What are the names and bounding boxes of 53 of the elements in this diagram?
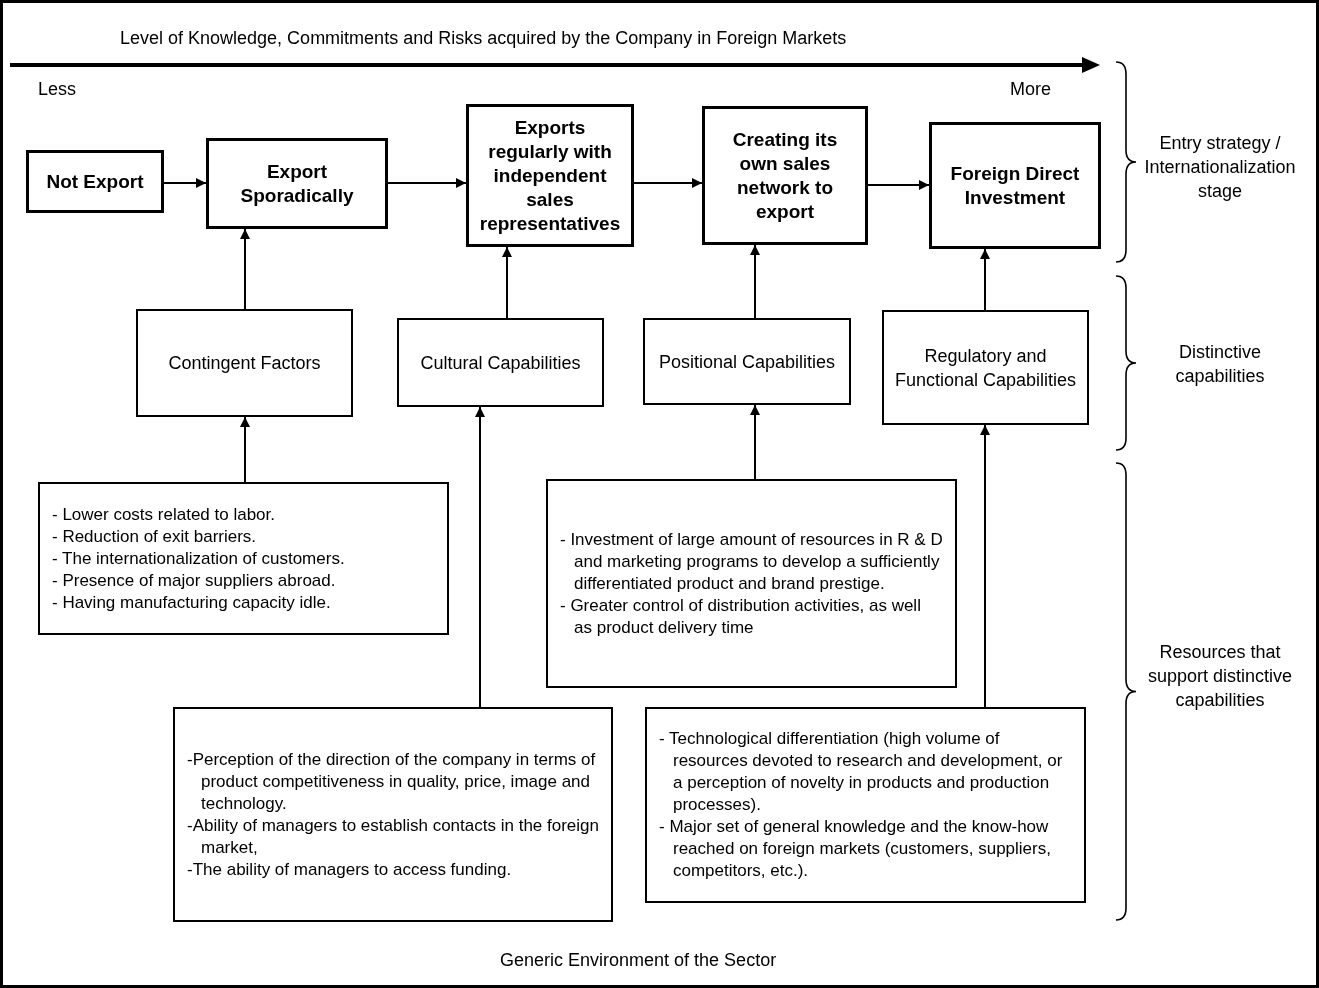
side-label: Generic Environment of the Sector: [500, 949, 777, 972]
axis-label: Level of Knowledge, Commitments and Risks acquired by the Company in Foreign Markets: [120, 27, 847, 50]
node-text: Regulatory and Functional Capabilities: [893, 344, 1078, 392]
process-box: [206, 138, 388, 229]
arrow: [980, 248, 990, 311]
list-item: -Ability of managers to establish contacts in the foreign market,: [187, 814, 599, 859]
arrow: [502, 246, 512, 319]
node-text: Contingent Factors: [168, 352, 321, 375]
list-item: - The internationalization of customers.: [52, 547, 346, 570]
arrow: [750, 244, 760, 319]
process-box: [702, 106, 868, 245]
node-text: Cultural Capabilities: [420, 351, 581, 375]
arrow: [980, 424, 990, 708]
side-label: Resources that support distinctive capabilities: [1146, 641, 1294, 712]
process-box: [466, 104, 634, 247]
side-label: More: [1010, 78, 1051, 101]
process-box: [929, 122, 1101, 249]
list-item: - Reduction of exit barriers.: [52, 525, 258, 548]
list-item: - Major set of general knowledge and the know-how reached on foreign markets (customers, suppliers, competitors, etc.).: [659, 816, 1052, 882]
node-text: Positional Capabilities: [658, 350, 836, 374]
process-box: [882, 310, 1089, 425]
list-item: - Investment of large amount of resources in R & D and marketing programs to develop a sufficiently differentiated product and brand prestige.: [560, 528, 943, 595]
node-text: Not Export: [46, 169, 144, 194]
process-box: [397, 318, 604, 407]
node-text: Export Sporadically: [239, 159, 355, 208]
list-box: [173, 707, 613, 922]
arrow: [163, 178, 207, 188]
arrow: [750, 404, 760, 480]
arrow: [240, 416, 250, 483]
arrow: [867, 180, 930, 190]
arrow: [475, 406, 485, 708]
node-text: Exports regularly with independent sales representatives: [478, 115, 622, 236]
list-item: - Having manufacturing capacity idle.: [52, 591, 332, 614]
side-label: Distinctive capabilities: [1174, 341, 1266, 388]
node-text: Creating its own sales network to export: [731, 127, 839, 224]
arrow: [633, 178, 703, 188]
list-item: - Presence of major suppliers abroad.: [52, 569, 337, 592]
list-item: - Lower costs related to labor.: [52, 503, 276, 526]
list-item: - Greater control of distribution activities, as well as product delivery time: [560, 594, 922, 639]
arrow: [387, 178, 467, 188]
side-label: Less: [38, 78, 77, 101]
list-box: [546, 479, 957, 688]
list-box: [38, 482, 449, 635]
node-text: Foreign Direct Investment: [949, 161, 1081, 210]
arrow: [240, 228, 250, 310]
process-box: [136, 309, 353, 417]
side-label: Entry strategy / Internationalization stage: [1143, 132, 1297, 203]
list-box: [645, 707, 1086, 903]
list-item: - Technological differentiation (high volume of resources devoted to research and development, or a perception of novelty in products and production processes).: [659, 728, 1064, 816]
process-box: [26, 150, 164, 213]
list-item: -The ability of managers to access funding.: [187, 858, 513, 881]
list-item: -Perception of the direction of the company in terms of product competitiveness in quality, price, image and technology.: [187, 748, 597, 815]
process-box: [643, 318, 851, 405]
